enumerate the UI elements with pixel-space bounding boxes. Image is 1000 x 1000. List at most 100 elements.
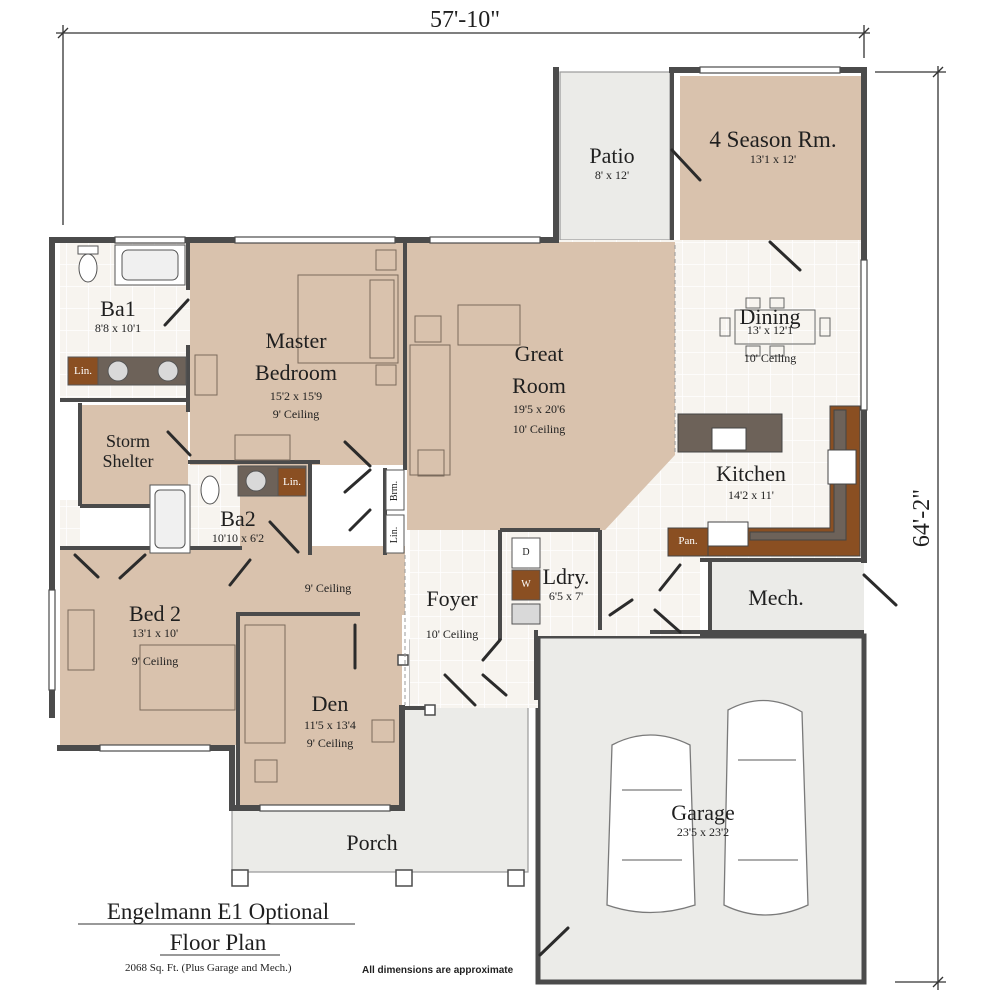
storm-shelter-line1: Storm: [105, 431, 150, 451]
mech-name: Mech.: [748, 585, 804, 610]
bed2-size: 13'1 x 10': [131, 626, 179, 640]
mech-room: [710, 560, 864, 630]
garage-slab: [535, 633, 867, 985]
dining-ceiling: 10' Ceiling: [743, 351, 797, 365]
depth-dimension-line: [875, 66, 946, 990]
washer-tag: W: [521, 579, 531, 590]
den-size: 11'5 x 13'4: [304, 718, 356, 732]
linen-closet: [385, 514, 405, 554]
master-ceiling: 9' Ceiling: [272, 407, 320, 421]
ba1-fixtures: [67, 244, 187, 386]
den-ceiling: 9' Ceiling: [306, 736, 354, 750]
linen-ba1: [67, 356, 99, 386]
interior-walls: [60, 70, 864, 806]
toilet-ba1: [78, 253, 98, 283]
garage-label: Garage 23'5 x 23'2: [671, 800, 735, 839]
kitchen-label: Kitchen 14'2 x 11': [716, 461, 786, 502]
laundry-label: Ldry. 6'5 x 7': [542, 564, 590, 603]
closets: [385, 469, 405, 554]
kitchen-name: Kitchen: [716, 461, 786, 486]
den-name: Den: [311, 691, 349, 716]
plan-subtitle: Floor Plan: [169, 930, 267, 955]
master-bedroom-label: Master Bedroom 15'2 x 15'9 9' Ceiling: [255, 328, 337, 421]
sofa: [409, 344, 451, 476]
overall-depth: 64'-2": [909, 488, 935, 548]
dining-label: Dining 13' x 12'1 10' Ceiling: [739, 304, 801, 365]
laundry-size: 6'5 x 7': [548, 589, 584, 603]
furniture: [67, 249, 521, 783]
master-size: 15'2 x 15'9: [269, 389, 323, 403]
bed2-name: Bed 2: [129, 601, 181, 626]
bed2-label: Bed 2 13'1 x 10' 9' Ceiling: [129, 601, 181, 668]
ba2-fixtures: [149, 465, 307, 554]
door-swings: [73, 148, 898, 957]
garage-size: 23'5 x 23'2: [676, 825, 730, 839]
broom-closet: [385, 469, 405, 511]
dining-size: 13' x 12'1: [746, 323, 794, 337]
bed2-ceiling: 9' Ceiling: [131, 654, 179, 668]
storm-shelter-line2: Shelter: [102, 451, 154, 471]
den-floor: [240, 615, 402, 805]
kitchen-size: 14'2 x 11': [728, 488, 774, 502]
thresholds: [404, 245, 676, 705]
master-bed: [297, 274, 399, 364]
bed2-bed: [139, 644, 236, 711]
dryer-tag: D: [522, 547, 530, 558]
linen-ba2-tag: Lin.: [282, 476, 302, 488]
ba2-size: 10'10 x 6'2: [211, 531, 265, 545]
ba2-name: Ba2: [220, 506, 256, 531]
broom-closet-tag: Brm.: [389, 480, 400, 502]
linen-ba1-tag: Lin.: [73, 365, 93, 377]
foyer-name: Foyer: [426, 586, 478, 611]
season-room-name: 4 Season Rm.: [709, 127, 837, 152]
great-room-floor: [407, 242, 675, 530]
master-name-line2: Bedroom: [255, 360, 337, 385]
washer: [511, 569, 541, 601]
great-room-size: 19'5 x 20'6: [512, 402, 566, 416]
range: [827, 449, 857, 485]
porch-columns: [231, 654, 525, 887]
season-room-label: 4 Season Rm. 13'1 x 12': [709, 128, 836, 165]
width-dimension-line: [56, 25, 870, 225]
foyer-ceiling: 10' Ceiling: [425, 627, 479, 641]
overall-width: 57'-10": [429, 7, 501, 33]
ba1-size: 8'8 x 10'1: [94, 321, 142, 335]
pantry-tag: Pan.: [678, 535, 698, 547]
storm-shelter-label: Storm Shelter: [103, 432, 154, 470]
windows: [48, 66, 868, 812]
great-room-name-line1: Great: [514, 341, 564, 366]
laundry-name: Ldry.: [542, 564, 590, 589]
pantry: [667, 527, 709, 557]
garage-cars: [606, 699, 809, 916]
patio-size: 8' x 12': [594, 168, 630, 182]
kitchen-fixtures: [667, 405, 861, 557]
garage-name: Garage: [671, 800, 735, 825]
great-room-ceiling: 10' Ceiling: [512, 422, 566, 436]
den-label: Den 11'5 x 13'4 9' Ceiling: [304, 691, 356, 750]
season-room-size: 13'1 x 12': [749, 152, 797, 166]
laundry-appliances: [511, 537, 541, 625]
dimensions-disclaimer: All dimensions are approximate: [362, 965, 514, 976]
patio-name: Patio: [589, 143, 635, 168]
toilet-ba2: [200, 475, 220, 505]
dining-table: [719, 297, 831, 357]
foyer-label: Foyer 10' Ceiling: [425, 586, 479, 641]
ba2-label: Ba2 10'10 x 6'2: [211, 506, 265, 545]
plan-title: Engelmann E1 Optional: [106, 899, 330, 924]
master-name-line1: Master: [265, 328, 327, 353]
dining-name: Dining: [739, 304, 801, 329]
ba1-label: Ba1 8'8 x 10'1: [94, 296, 142, 335]
great-room-name-line2: Room: [512, 373, 566, 398]
porch-name: Porch: [346, 830, 398, 855]
hall-ceiling: 9' Ceiling: [304, 581, 352, 595]
season-room-floor: [680, 76, 862, 240]
ba1-name: Ba1: [100, 296, 136, 321]
square-footage-note: 2068 Sq. Ft. (Plus Garage and Mech.): [125, 962, 292, 974]
kitchen-sink: [707, 521, 749, 547]
linen-closet-tag: Lin.: [389, 526, 400, 544]
great-room-label: Great Room 19'5 x 20'6 10' Ceiling: [512, 341, 566, 436]
den-sofa: [244, 624, 286, 744]
patio-label: Patio 8' x 12': [589, 143, 635, 182]
dryer: [511, 537, 541, 569]
